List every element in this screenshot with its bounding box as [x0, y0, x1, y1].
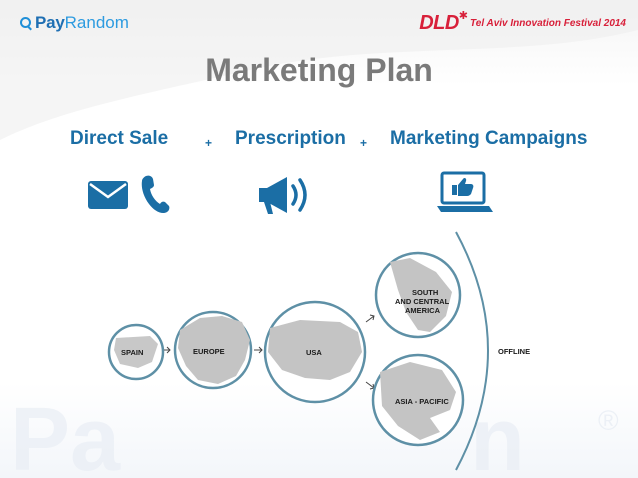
star-icon: ✱ — [458, 10, 469, 22]
arrow-connector — [164, 346, 171, 354]
svg-text:n: n — [470, 390, 525, 478]
arrow-connector — [365, 314, 375, 323]
region-label-spain: SPAIN — [121, 348, 143, 357]
logo-text-pay: Pay — [35, 13, 65, 32]
category-direct-sale: Direct Sale — [70, 128, 169, 149]
phone-icon — [141, 175, 170, 214]
region-label-europe: EUROPE — [193, 347, 225, 356]
arrow-connector — [254, 346, 263, 354]
region-asia-pacific: ASIA - PACIFIC — [371, 353, 465, 447]
offline-bracket — [455, 231, 489, 471]
region-south-central-america: SOUTH AND CENTRAL AMERICA — [374, 251, 462, 339]
category-prescription: Prescription — [235, 128, 346, 149]
arrow-connector — [365, 381, 375, 390]
category-marketing-campaigns: Marketing Campaigns — [390, 128, 588, 149]
payrandom-logo: Pay Random — [20, 12, 129, 34]
logo-text-random: Random — [64, 13, 129, 32]
offline-label: OFFLINE — [498, 347, 530, 356]
dld-logo-text: DLD — [419, 12, 459, 34]
megaphone-icon — [259, 177, 307, 214]
region-usa: USA — [263, 300, 367, 404]
event-name: Tel Aviv Innovation Festival 2014 — [470, 18, 626, 29]
slide-title: Marketing Plan — [205, 52, 433, 88]
region-label-asia-pacific: ASIA - PACIFIC — [395, 397, 449, 406]
plus-separator-2: + — [360, 136, 368, 150]
dld-event-logo: DLD ✱ Tel Aviv Innovation Festival 2014 — [419, 10, 626, 35]
logo-search-icon — [20, 16, 31, 28]
envelope-icon — [88, 181, 128, 209]
svg-text:®: ® — [598, 405, 619, 436]
region-label-usa: USA — [306, 348, 322, 357]
laptop-like-icon — [437, 171, 493, 212]
region-label-america: AMERICA — [405, 306, 441, 315]
region-spain: SPAIN — [107, 323, 165, 381]
region-label-south: SOUTH — [412, 288, 438, 297]
region-europe: EUROPE — [173, 310, 253, 390]
plus-separator-1: + — [205, 136, 213, 150]
region-label-and-central: AND CENTRAL — [395, 297, 450, 306]
svg-text:Pa: Pa — [10, 390, 121, 478]
